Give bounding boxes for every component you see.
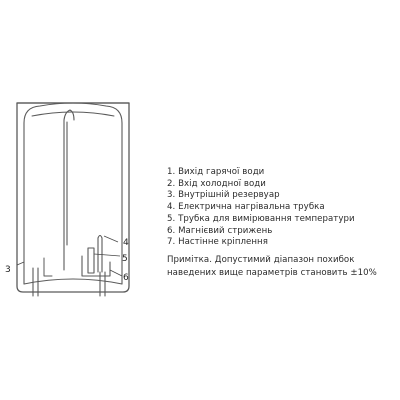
callout-6: 6 (123, 273, 129, 283)
legend-item: 6. Магнієвий стрижень (167, 225, 273, 236)
inner-tank-bottom (23, 278, 123, 285)
inner-tank (23, 102, 123, 285)
inner-tank-top-dome (31, 111, 115, 117)
legend-item: 3. Внутрішній резервуар (167, 190, 280, 201)
legend-item: 5. Трубка для вимірювання температури (167, 213, 355, 224)
legend-item: 4. Електрична нагрівальна трубка (167, 202, 325, 213)
heating-element (97, 234, 103, 273)
callout-3: 3 (5, 265, 11, 275)
legend-item: 2. Вхід холодної води (167, 178, 266, 189)
leader-line-3 (16, 261, 25, 266)
callout-5: 5 (122, 254, 128, 264)
temperature-tube (87, 247, 95, 274)
legend-item: 1. Вихід гарячої води (167, 167, 265, 177)
cold-water-inlet-pipe (32, 267, 39, 297)
hot-water-outlet-pipe-top (63, 109, 75, 121)
leader-line-4 (103, 235, 119, 243)
inlet-tube (43, 257, 53, 277)
callout-4: 4 (123, 238, 129, 248)
legend-list: 1. Вихід гарячої води 2. Вхід холодної в… (167, 167, 395, 249)
outer-body (16, 102, 130, 293)
leader-line-5 (93, 253, 121, 257)
legend-item: 7. Настінне кріплення (167, 237, 268, 248)
leader-line-6 (109, 269, 123, 277)
magnesium-rod (81, 255, 111, 277)
tolerance-note: Примітка. Допустимий діапазон похибок на… (167, 255, 377, 278)
